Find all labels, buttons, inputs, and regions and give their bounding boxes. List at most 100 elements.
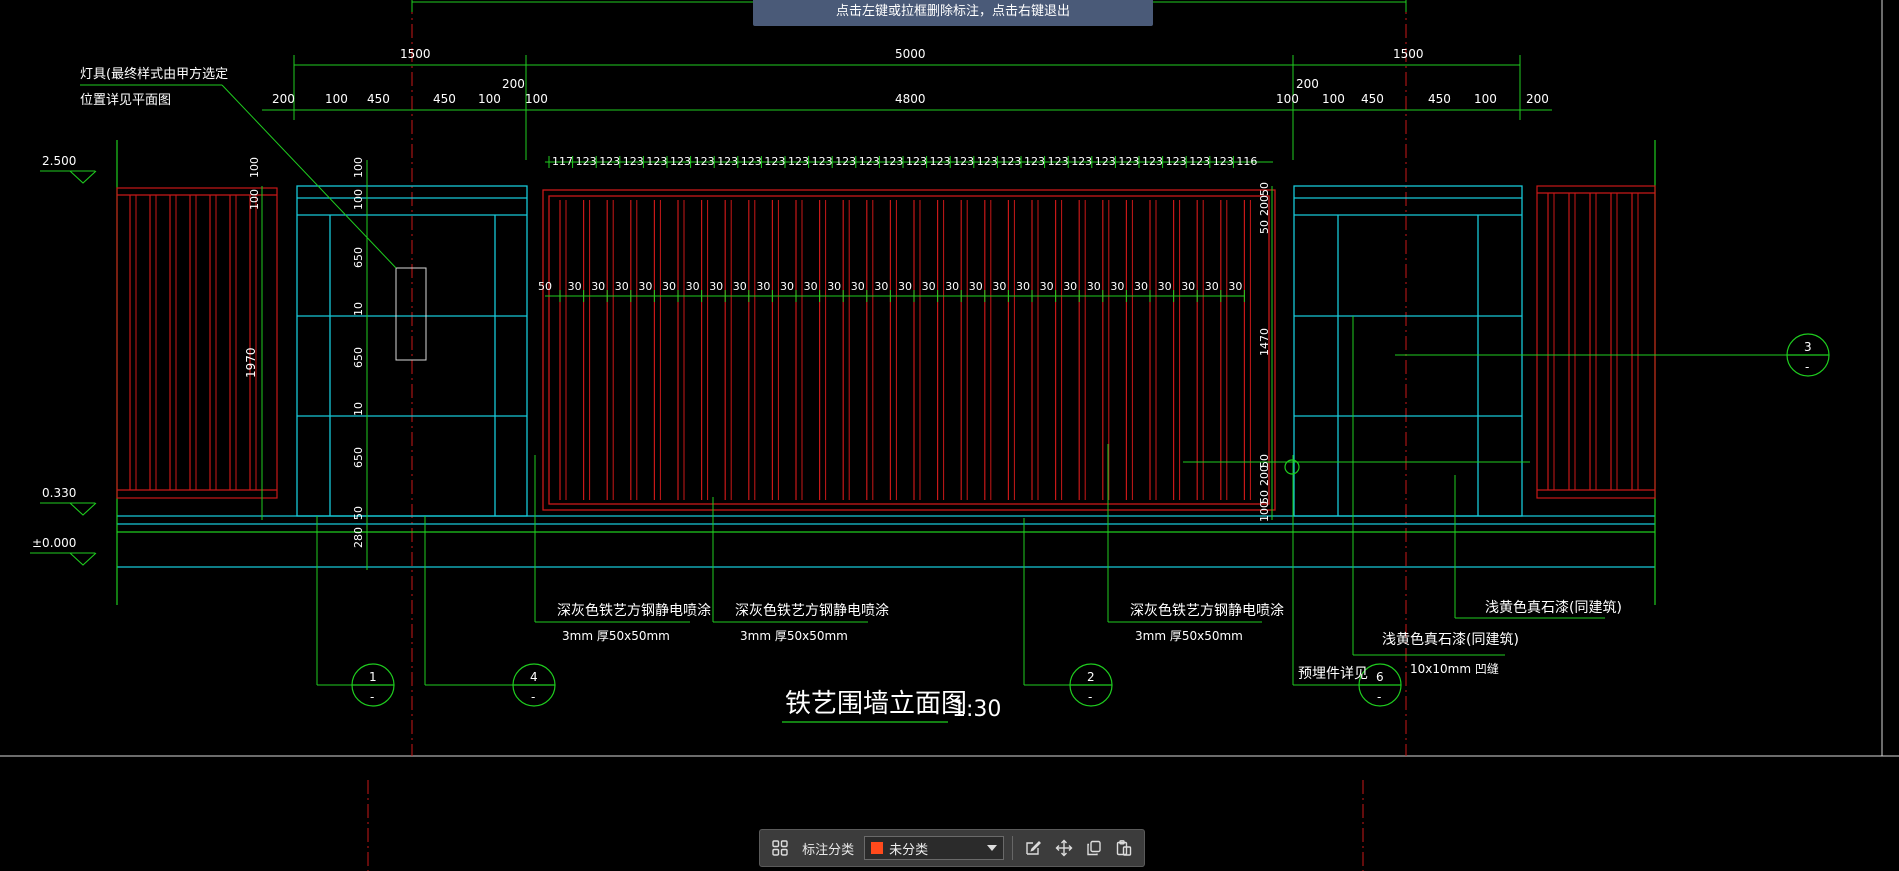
left-vertical-dim: 100	[352, 157, 365, 178]
axis-lines	[367, 0, 1407, 871]
callout-1-sub: -	[370, 690, 374, 704]
callout-3-num: 3	[1804, 340, 1812, 354]
pitch-label: 123	[1166, 155, 1187, 168]
label-4-line1: 浅黄色真石漆(同建筑)	[1485, 599, 1622, 616]
note-line-2: 位置详见平面图	[80, 93, 171, 108]
bar-width-label: 30	[851, 280, 865, 293]
copy-icon[interactable]	[1082, 835, 1106, 861]
right-pillar-boards	[1547, 193, 1639, 490]
left-vertical-dim: 280	[352, 527, 365, 548]
left-vertical-dim: 50	[352, 506, 365, 520]
pitch-label: 123	[1024, 155, 1045, 168]
lamp-fixture	[395, 267, 427, 361]
note-line-1: 灯具(最终样式由甲方选定	[80, 66, 228, 82]
dim-top-1: 1500	[400, 47, 431, 61]
drawing-text: 灯具(最终样式由甲方选定 位置详见平面图 2.500 0.330 ±0.000 …	[32, 47, 1812, 722]
bar-width-label: 30	[1205, 280, 1219, 293]
chevron-down-icon	[987, 845, 998, 851]
dimension-lines	[261, 0, 1552, 570]
label-2-line1: 深灰色铁艺方钢静电喷涂	[735, 602, 889, 619]
command-hint-bar: 点击左键或拉框删除标注，点击右键退出	[753, 0, 1153, 26]
bar-width-label: 30	[1087, 280, 1101, 293]
bar-width-label: 30	[1040, 280, 1054, 293]
pitch-label: 116	[1236, 155, 1257, 168]
pitch-label: 123	[1189, 155, 1210, 168]
callout-circles	[351, 333, 1830, 707]
dim-mid-c-1: 200	[502, 77, 525, 91]
pitch-label: 123	[812, 155, 833, 168]
dim-mid-r-5: 450	[1428, 92, 1451, 106]
callout-2-sub: -	[1088, 690, 1092, 704]
left-vertical-dim: 10	[352, 402, 365, 416]
pitch-label: 123	[1000, 155, 1021, 168]
pitch-label: 123	[670, 155, 691, 168]
pitch-label: 123	[930, 155, 951, 168]
pitch-label: 123	[1048, 155, 1069, 168]
pitch-label: 123	[882, 155, 903, 168]
label-1-line2: 3mm 厚50x50mm	[562, 629, 670, 643]
dim-top-3: 1500	[1393, 47, 1424, 61]
bar-width-label: 30	[733, 280, 747, 293]
category-value: 未分类	[889, 842, 929, 858]
label-3-line2: 3mm 厚50x50mm	[1135, 629, 1243, 643]
bar-width-label: 30	[874, 280, 888, 293]
dim-mid-l-6: 100	[525, 92, 548, 106]
label-1-line1: 深灰色铁艺方钢静电喷涂	[557, 602, 711, 619]
pitch-label: 123	[835, 155, 856, 168]
bar-width-label: 30	[662, 280, 676, 293]
ground-lines	[117, 515, 1655, 568]
level-3: ±0.000	[32, 536, 76, 550]
right-vertical-dim: 200	[1258, 465, 1271, 486]
bar-width-label: 30	[969, 280, 983, 293]
right-vertical-dim: 50	[1258, 490, 1271, 504]
bar-width-label: 50	[538, 280, 552, 293]
dim-mid-l-2: 100	[325, 92, 348, 106]
left-vertical-dim: 650	[352, 447, 365, 468]
iron-fence-bars	[559, 200, 1251, 500]
drawing-scale: 1:30	[952, 697, 1001, 722]
pitch-label: 123	[1071, 155, 1092, 168]
leader-lines	[80, 84, 1788, 686]
label-2-line2: 3mm 厚50x50mm	[740, 629, 848, 643]
callout-2-num: 2	[1087, 670, 1095, 684]
dim-mid-l-3: 450	[367, 92, 390, 106]
move-icon[interactable]	[1052, 835, 1076, 861]
bar-width-label: 30	[1063, 280, 1077, 293]
bar-width-label: 30	[638, 280, 652, 293]
level-1: 2.500	[42, 154, 76, 168]
left-pillar	[116, 187, 278, 499]
right-pier-frame	[1293, 185, 1523, 517]
bar-width-label: 30	[945, 280, 959, 293]
left-vertical-dim: 100	[248, 189, 261, 210]
dim-mid-r-7: 200	[1526, 92, 1549, 106]
iron-fence-frame	[542, 189, 1276, 511]
callout-4-sub: -	[531, 690, 535, 704]
left-vertical-dim: 100	[352, 189, 365, 210]
pitch-label: 123	[646, 155, 667, 168]
level-2: 0.330	[42, 486, 76, 500]
callout-6-num: 6	[1376, 670, 1384, 684]
level-markers	[30, 170, 97, 566]
dimension-ticks	[548, 156, 1245, 302]
right-vertical-dim: 50	[1258, 182, 1271, 196]
bar-width-label: 30	[1016, 280, 1030, 293]
callout-6-sub: -	[1377, 690, 1381, 704]
pitch-label: 123	[694, 155, 715, 168]
grid-icon[interactable]	[768, 835, 792, 861]
label-3-line1: 深灰色铁艺方钢静电喷涂	[1130, 602, 1284, 619]
edit-icon[interactable]	[1021, 835, 1045, 861]
category-select[interactable]: 未分类	[864, 836, 1005, 860]
bar-width-label: 30	[568, 280, 582, 293]
drawing-title: 铁艺围墙立面图	[785, 689, 967, 719]
bar-width-label: 30	[1181, 280, 1195, 293]
toolbar-divider	[1012, 836, 1014, 860]
left-vertical-dim: 650	[352, 247, 365, 268]
bar-width-label: 30	[898, 280, 912, 293]
dim-mid-c-2: 4800	[895, 92, 926, 106]
left-pillar-boards	[129, 195, 257, 490]
dim-mid-r-2: 200	[1296, 77, 1319, 91]
dim-top-2: 5000	[895, 47, 926, 61]
paste-icon[interactable]	[1112, 835, 1136, 861]
callout-4-num: 4	[530, 670, 538, 684]
